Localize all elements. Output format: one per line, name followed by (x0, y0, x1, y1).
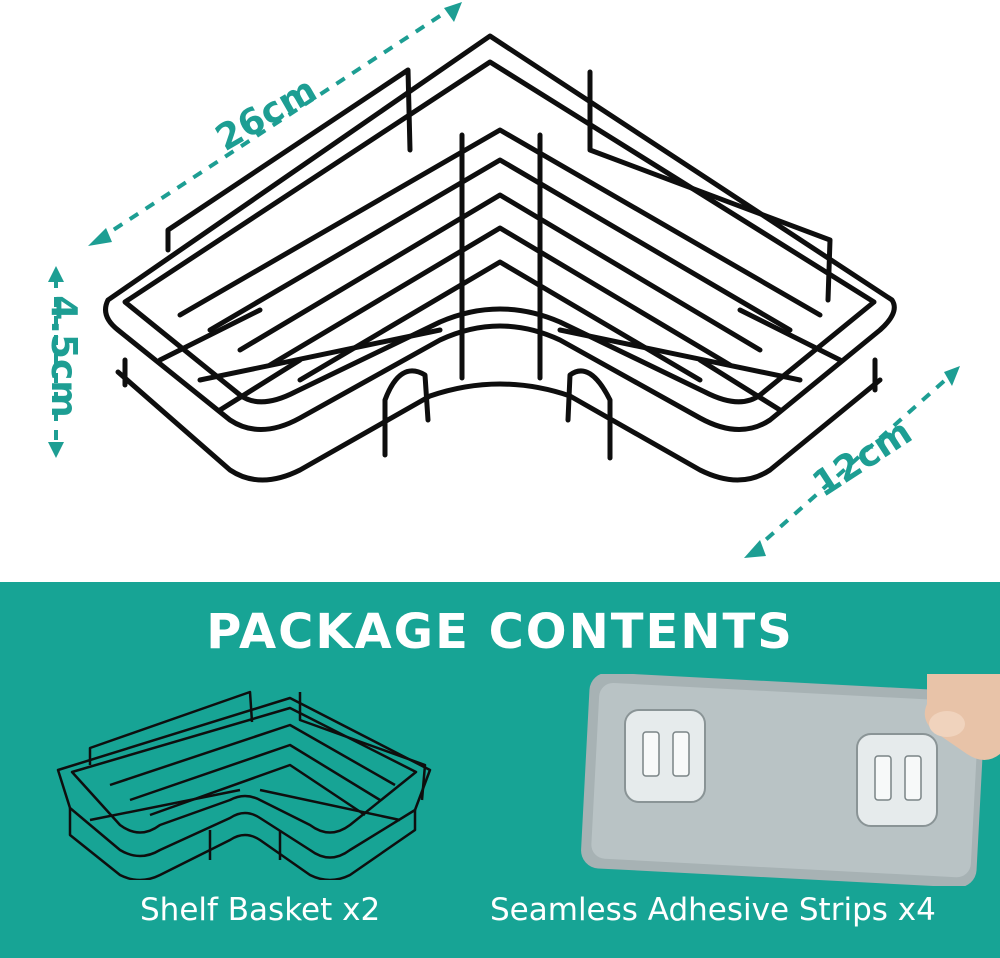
hand-image (924, 674, 1000, 760)
arrow-heads (48, 2, 960, 558)
adhesive-strips-image (581, 674, 1000, 886)
adhesive-strips-label: Seamless Adhesive Strips x4 (490, 892, 936, 928)
package-contents-panel: PACKAGE CONTENTS (0, 582, 1000, 958)
package-contents-title: PACKAGE CONTENTS (206, 604, 794, 660)
shelf-basket-label: Shelf Basket x2 (140, 892, 381, 928)
corner-shelf-illustration (48, 2, 960, 558)
dimension-diagram: 26cm 4.5cm 12cm (42, 2, 960, 558)
dimension-arrows (54, 6, 954, 554)
height-dimension-label: 4.5cm (42, 295, 84, 418)
hook-left (624, 709, 706, 803)
hook-right (856, 733, 938, 827)
shelf-basket-image (56, 690, 432, 880)
shelf-wire (103, 33, 897, 483)
